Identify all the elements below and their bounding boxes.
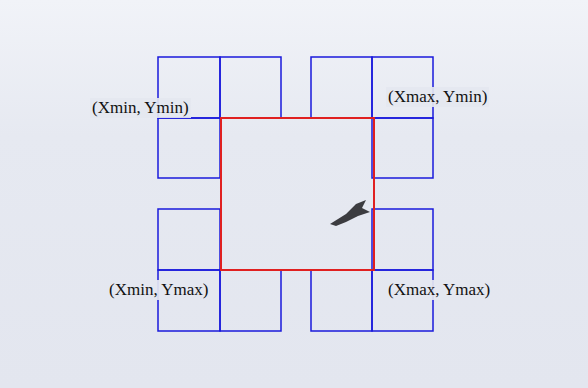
target-box <box>221 118 374 270</box>
corner-coordinate-label: (Xmin, Ymin) <box>90 98 191 118</box>
corner-coordinate-label: (Xmax, Ymin) <box>386 87 489 107</box>
corner-coordinate-label: (Xmax, Ymax) <box>386 280 492 300</box>
bird-silhouette <box>330 200 370 226</box>
corner-coordinate-label: (Xmin, Ymax) <box>107 280 210 300</box>
